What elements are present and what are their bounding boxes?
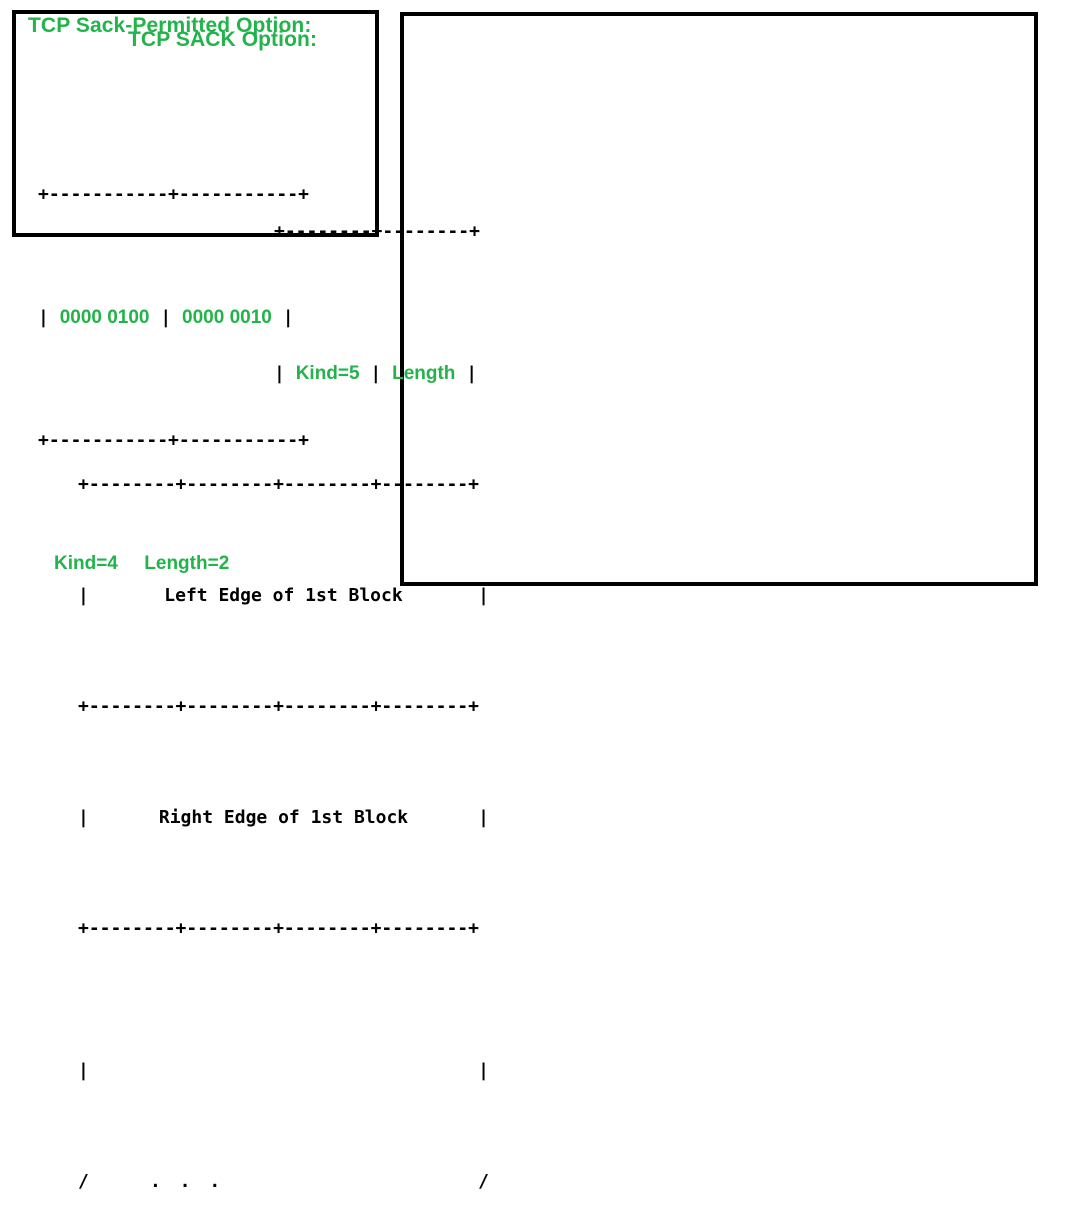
pipe-left: | — [78, 585, 89, 606]
rule-text: +--------+--------+ — [274, 221, 480, 242]
pipe-right: | — [478, 807, 489, 828]
pipe-right: | — [466, 363, 478, 384]
pipe-left: | — [274, 363, 285, 384]
rule-row-1: +--------+--------+--------+--------+ — [78, 469, 489, 495]
rule-row-3: +--------+--------+--------+--------+ — [78, 913, 489, 939]
ellipsis: . . . — [150, 1171, 225, 1192]
tcp-sack-permitted-option-panel — [12, 10, 379, 237]
rule-text: +-----------+-----------+ — [38, 430, 309, 451]
field-kind-bits: 0000 0100 — [59, 307, 150, 328]
slash-left: / — [78, 1171, 89, 1192]
slash-right: / — [478, 1171, 489, 1192]
field-row-kind-length: | 0000 0100 | 0000 0010 | — [38, 300, 309, 328]
tcp-sack-option-panel — [400, 12, 1038, 586]
pipe-right: | — [478, 1060, 489, 1081]
pipe-left: | — [78, 807, 89, 828]
pipe-right: | — [478, 585, 489, 606]
pipe-left: | — [78, 1060, 89, 1081]
field-left-edge-1st: Left Edge of 1st Block — [164, 585, 403, 606]
rule-row-top: +-----------+-----------+ — [38, 177, 309, 205]
pipe-middle: | — [370, 363, 382, 384]
rule-row-header-top: +--------+--------+ — [78, 216, 489, 242]
rule-row-2: +--------+--------+--------+--------+ — [78, 691, 489, 717]
left-panel-title: TCP Sack-Permitted Option: — [28, 14, 312, 37]
rule-text: +--------+--------+--------+--------+ — [78, 918, 479, 939]
field-length-bits: 0000 0010 — [182, 307, 272, 328]
row-left-edge-1st-block: | Left Edge of 1st Block | — [78, 580, 489, 606]
right-panel-title: TCP SACK Option: — [128, 28, 318, 51]
legend-length: Length=2 — [144, 553, 230, 574]
rule-row-bottom: +-----------+-----------+ — [38, 423, 309, 451]
rule-text: +--------+--------+--------+--------+ — [78, 696, 479, 717]
legend-kind: Kind=4 — [54, 553, 118, 574]
rule-text: +-----------+-----------+ — [38, 184, 309, 205]
pipe-right: | — [282, 307, 294, 328]
sack-option-diagram: +--------+--------+ | Kind=5 | Length | … — [78, 92, 489, 1206]
field-length: Length — [392, 363, 456, 384]
field-legend-row: Kind=4 Length=2 — [38, 546, 309, 574]
row-right-edge-1st-block: | Right Edge of 1st Block | — [78, 802, 489, 828]
field-right-edge-1st: Right Edge of 1st Block — [158, 807, 409, 828]
continuation-row-ellipsis: / . . . / — [78, 1166, 489, 1192]
pipe-middle: | — [160, 307, 172, 328]
field-kind: Kind=5 — [295, 363, 360, 384]
row-kind-length: | Kind=5 | Length | — [78, 358, 489, 384]
continuation-row-top: | | — [78, 1055, 489, 1081]
rule-text: +--------+--------+--------+--------+ — [78, 474, 479, 495]
sack-permitted-diagram: +-----------+-----------+ | 0000 0100 | … — [38, 72, 309, 635]
pipe-left: | — [38, 307, 49, 328]
